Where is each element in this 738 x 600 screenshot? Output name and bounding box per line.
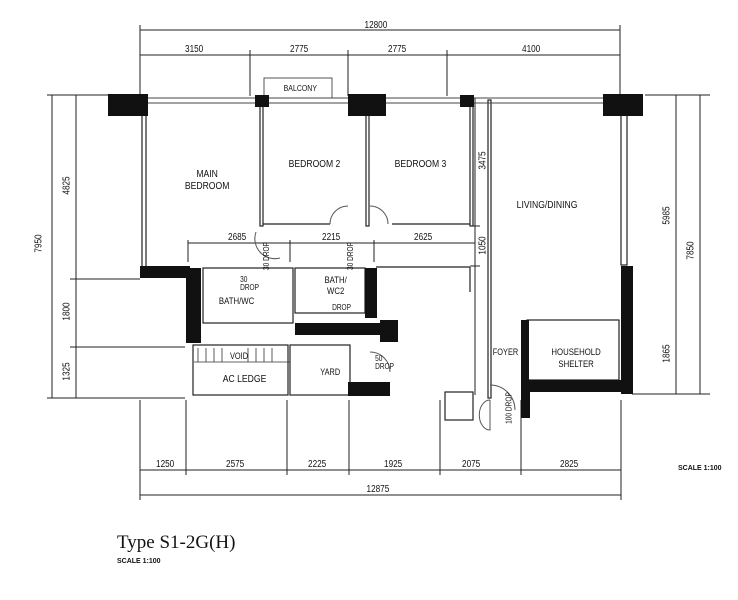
interior-walls (141, 99, 628, 421)
dim-bottom-6: 2825 (560, 459, 579, 470)
drop-main-bedroom-door: 30 DROP (262, 241, 272, 271)
room-bath-wc: BATH/WC (218, 296, 255, 307)
drop-value: 30 (346, 262, 356, 271)
dim-right-total: 7850 (685, 241, 697, 260)
door-swings (254, 205, 516, 431)
room-void: VOID (229, 351, 249, 361)
dim-top-2: 2775 (290, 44, 309, 55)
dim-left-total: 7950 (33, 234, 45, 253)
room-household-shelter-line1: HOUSEHOLD (551, 347, 601, 358)
dim-bottom-total: 12875 (366, 484, 390, 495)
drop-text: DROP (240, 283, 260, 292)
drop-bath-wc2: DROP (332, 303, 352, 312)
drop-value: 100 (504, 412, 514, 424)
room-bedroom-3: BEDROOM 3 (394, 158, 447, 170)
room-yard: YARD (320, 367, 341, 377)
room-main-bedroom-line1: MAIN (196, 168, 218, 180)
room-main-bedroom: MAIN BEDROOM (185, 168, 229, 192)
dim-top-3: 2775 (388, 44, 407, 55)
dim-bottom-1: 1250 (156, 459, 175, 470)
dim-top-1: 3150 (185, 44, 204, 55)
dim-inner-v2: 1050 (477, 236, 489, 255)
room-living-dining: LIVING/DINING (516, 199, 578, 211)
room-ac-ledge: AC LEDGE (222, 373, 267, 385)
drop-value: 30 (240, 275, 248, 284)
dim-top-total: 12800 (364, 20, 388, 31)
dim-bottom-5: 2075 (462, 459, 481, 470)
dim-top-4: 4100 (522, 44, 541, 55)
room-household-shelter: HOUSEHOLD SHELTER (551, 347, 600, 371)
dim-inner-h2: 2215 (322, 232, 341, 243)
dim-inner-v1: 3475 (477, 151, 489, 170)
right-dimension-lines (632, 94, 710, 395)
room-bath-wc2-line2: WC2 (326, 286, 345, 297)
room-bedroom-2: BEDROOM 2 (288, 158, 341, 170)
drop-value: 30 (262, 262, 272, 271)
dim-left-1: 4825 (61, 176, 73, 195)
drop-entrance: 100 DROP (504, 392, 514, 424)
room-bath-wc2-line1: BATH/ (324, 275, 347, 286)
inner-dimension-lines (187, 98, 480, 395)
room-bath-wc2: BATH/ WC2 (324, 275, 346, 297)
drop-text: DROP (504, 392, 514, 412)
dim-bottom-3: 2225 (308, 459, 327, 470)
drop-value: 50 (375, 354, 383, 363)
drop-bath-wc: 30 DROP (240, 276, 259, 292)
top-dimension-lines (139, 25, 621, 96)
plan-title: Type S1-2G(H) (117, 532, 236, 553)
room-household-shelter-line2: SHELTER (558, 359, 594, 370)
dim-inner-h3: 2625 (414, 232, 433, 243)
room-balcony: BALCONY (283, 83, 317, 93)
drop-yard: 50 DROP (375, 355, 394, 371)
scale-right: SCALE 1:100 (678, 465, 722, 472)
drop-text: DROP (375, 362, 395, 371)
dim-right-2: 1865 (661, 344, 673, 363)
drop-text: DROP (346, 241, 356, 261)
drop-text: DROP (262, 241, 272, 261)
drop-bath-wc2-door: 30 DROP (346, 241, 356, 271)
left-dimension-lines (47, 94, 185, 399)
room-main-bedroom-line2: BEDROOM (184, 180, 230, 192)
scale-under-title: SCALE 1:100 (117, 558, 161, 565)
bottom-dimension-lines (139, 400, 622, 500)
structural-columns (108, 94, 643, 418)
dim-inner-h1: 2685 (228, 232, 247, 243)
dim-right-1: 5985 (661, 206, 673, 225)
dim-bottom-2: 2575 (226, 459, 245, 470)
dim-bottom-4: 1925 (384, 459, 403, 470)
void-hatch (194, 348, 290, 363)
room-foyer: FOYER (492, 347, 519, 357)
dim-left-2: 1800 (61, 302, 73, 321)
dim-left-3: 1325 (61, 362, 73, 381)
